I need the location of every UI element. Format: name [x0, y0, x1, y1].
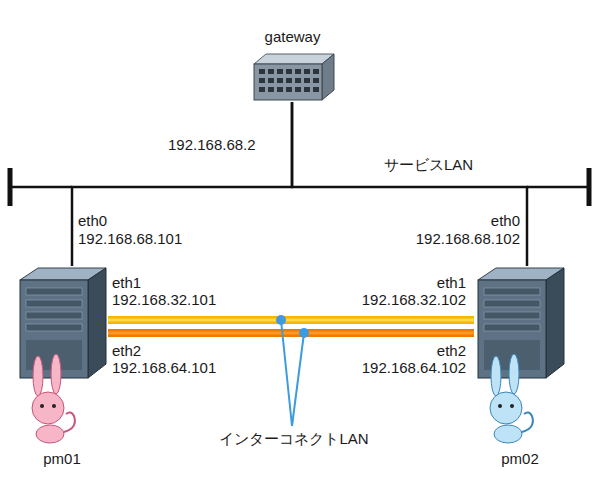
leader-line — [292, 333, 304, 426]
server-icon — [20, 268, 106, 378]
mascot-figure — [490, 354, 533, 443]
ip-address: 192.168.32.102 — [362, 291, 466, 308]
interface-name: eth2 — [437, 342, 466, 359]
gateway-icon — [254, 54, 334, 100]
ip-address: 192.168.68.101 — [78, 230, 182, 247]
ip-address: 192.168.32.101 — [112, 291, 216, 308]
cable-highlight — [108, 332, 474, 335]
network-name: インターコネクトLAN — [217, 430, 370, 447]
lan-cable — [292, 102, 527, 266]
ip-address: 192.168.64.101 — [112, 359, 216, 376]
interface-name: eth2 — [112, 342, 141, 359]
bus-line — [10, 186, 72, 189]
node-name: pm02 — [474, 450, 566, 468]
leader-dot — [299, 328, 309, 338]
server-node: pm02 — [474, 266, 566, 470]
bus-line — [527, 186, 589, 189]
interface-name: eth0 — [78, 212, 107, 229]
node-name: gateway — [250, 28, 335, 46]
lan-cable — [72, 102, 292, 266]
server-drawing — [16, 266, 108, 470]
interface-name: eth1 — [437, 274, 466, 291]
interconnect-cable — [108, 316, 474, 324]
server-icon — [478, 268, 564, 378]
server-drawing — [474, 266, 566, 470]
bus-end-cap — [587, 168, 592, 206]
ip-address: 192.168.68.102 — [416, 230, 520, 247]
bus-end-cap — [8, 168, 13, 206]
ip-address: 192.168.68.2 — [168, 136, 256, 153]
leader-line — [281, 320, 292, 426]
network-name: サービスLAN — [384, 156, 473, 173]
interface-name: eth1 — [112, 274, 141, 291]
interface-name: eth0 — [491, 212, 520, 229]
leader-dot — [276, 315, 286, 325]
cable-highlight — [108, 319, 474, 322]
interconnect-cable — [108, 329, 474, 337]
ip-address: 192.168.64.102 — [362, 359, 466, 376]
server-node: pm01 — [16, 266, 108, 470]
node-name: pm01 — [16, 450, 108, 468]
gateway-node: gateway — [250, 28, 335, 102]
mascot-figure — [32, 354, 75, 443]
